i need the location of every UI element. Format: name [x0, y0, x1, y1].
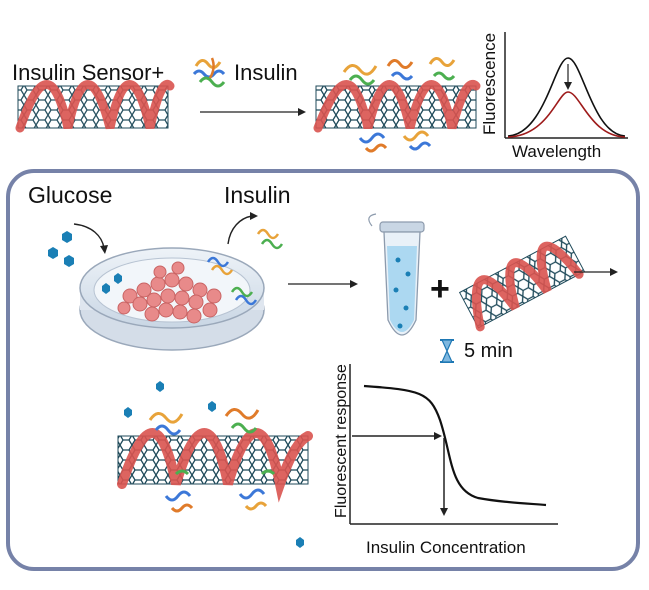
- insulin-sensor-label: Insulin Sensor+: [12, 60, 165, 85]
- dish-glucose: [102, 273, 122, 294]
- response-curve: [363, 384, 547, 507]
- spectrum-curve-after: [507, 91, 626, 138]
- glucose-arrow: [73, 223, 105, 249]
- cell-cluster: [117, 261, 222, 324]
- sample-tube: [368, 213, 425, 336]
- hourglass-icon: [440, 339, 454, 363]
- sensor-nanotube-bottom: [117, 408, 313, 513]
- insulin-protein-icon: [192, 57, 226, 88]
- glucose-label: Glucose: [28, 182, 113, 208]
- insulin-release-arrow: [227, 215, 253, 245]
- incubation-time: 5 min: [464, 340, 513, 362]
- free-glucose-bottom: [124, 381, 304, 548]
- spectrum-plot: [504, 32, 628, 139]
- response-ylabel: Fluorescent response: [333, 364, 350, 518]
- sensor-nanotube-bound: [313, 57, 481, 153]
- glucose-molecules: [48, 231, 74, 267]
- spectrum-ylabel: Fluorescence: [480, 32, 499, 136]
- secreted-insulin: [206, 228, 284, 306]
- sensor-nanotube-tilted: [458, 235, 586, 332]
- insulin-label-top: Insulin: [234, 60, 298, 85]
- spectrum-xlabel: Wavelength: [512, 142, 602, 161]
- plus-sign: +: [430, 270, 450, 308]
- sensor-nanotube-top-left: [15, 80, 175, 133]
- response-curve-plot: [349, 364, 558, 525]
- assay-panel: [6, 169, 640, 571]
- insulin-label-assay: Insulin: [224, 182, 291, 208]
- response-xlabel: Insulin Concentration: [366, 538, 526, 557]
- spectrum-curve-before: [507, 57, 626, 137]
